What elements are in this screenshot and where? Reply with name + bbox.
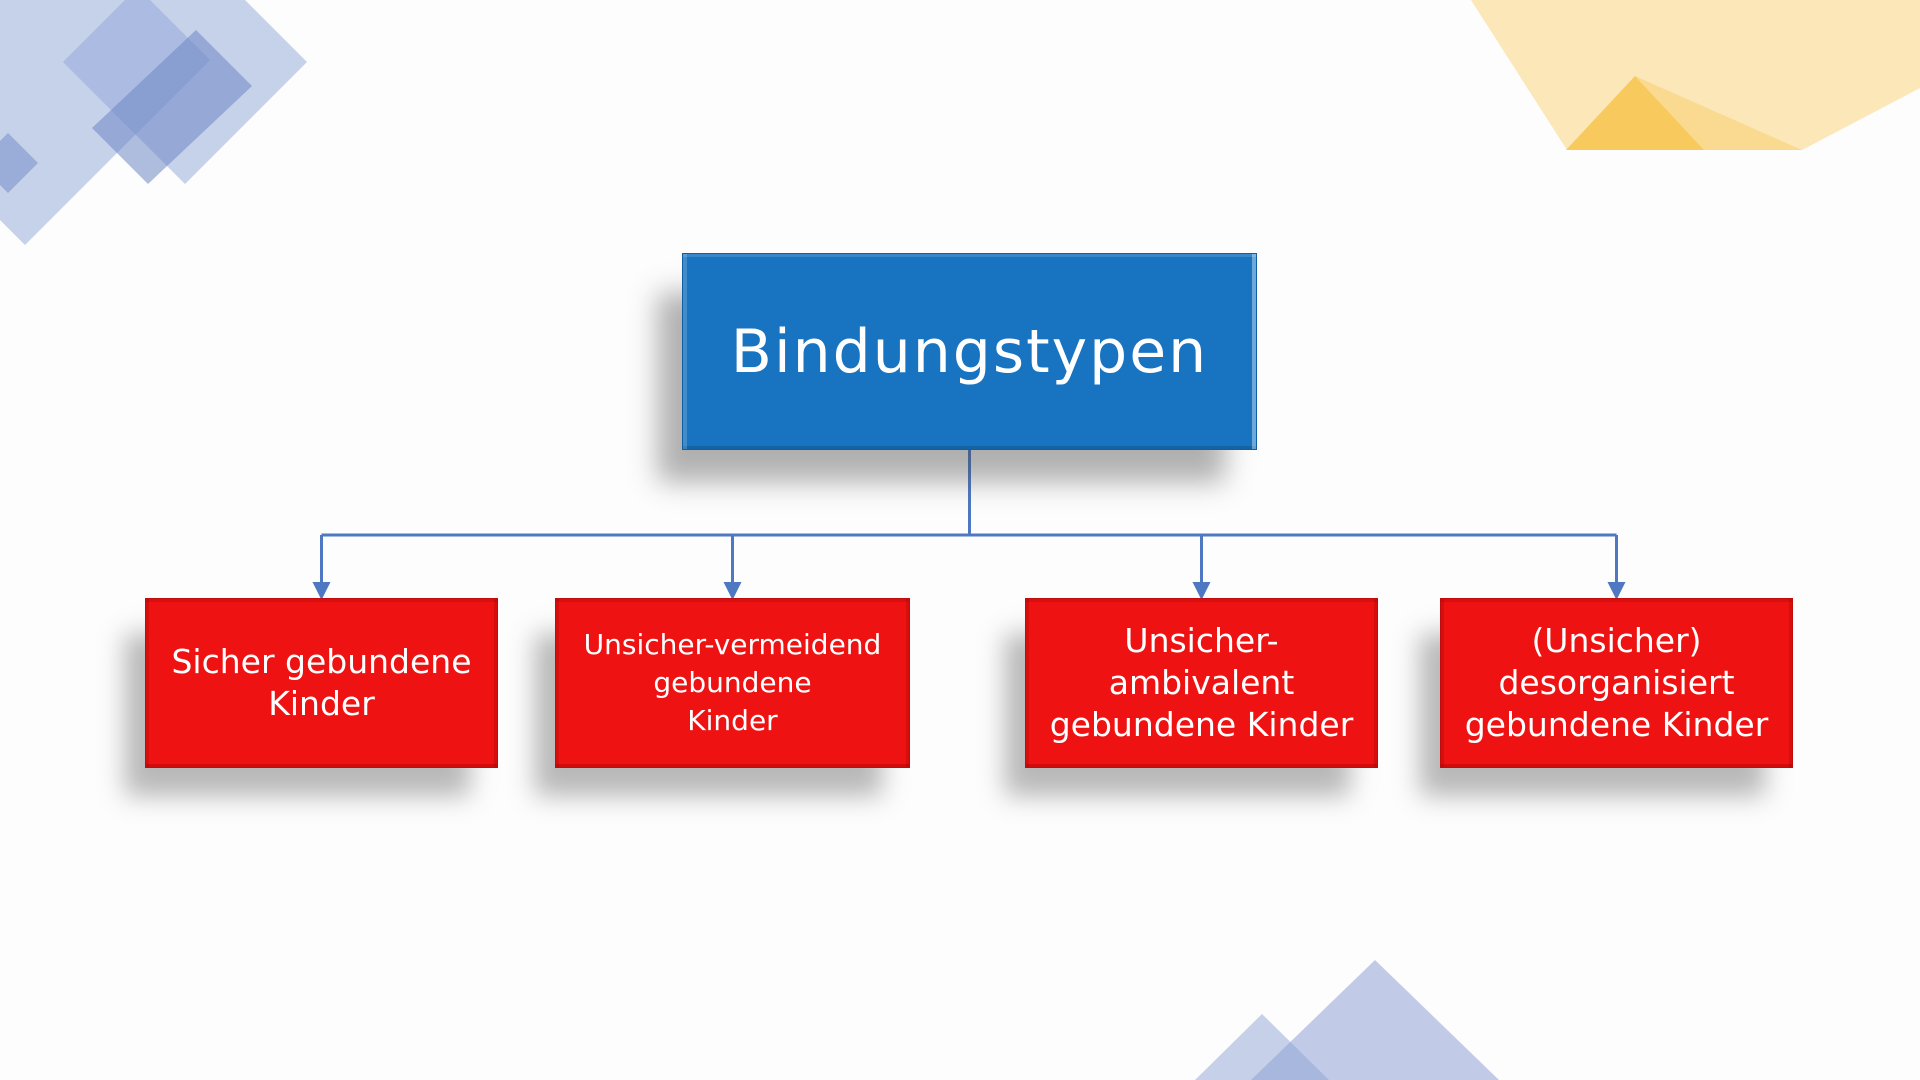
child-node-label: Sicher gebundene Kinder — [171, 641, 472, 723]
top-left-diamond-decor — [0, 0, 307, 245]
child-node-unsicher-desorganisiert: (Unsicher) desorganisiert gebundene Kind… — [1440, 598, 1793, 768]
arrowhead-icon — [1607, 582, 1626, 600]
child-node-label: (Unsicher) desorganisiert gebundene Kind… — [1464, 620, 1769, 745]
child-node-unsicher-vermeidend: Unsicher-vermeidend gebundene Kinder — [555, 598, 910, 768]
root-node-label: Bindungstypen — [730, 316, 1209, 387]
top-right-diamond-decor — [1471, 0, 1920, 150]
child-node-sicher-gebunden: Sicher gebundene Kinder — [145, 598, 498, 768]
child-node-unsicher-ambivalent: Unsicher- ambivalent gebundene Kinder — [1025, 598, 1378, 768]
bottom-triangle-decor — [1195, 960, 1499, 1080]
arrowhead-icon — [1192, 582, 1211, 600]
arrowhead-icon — [723, 582, 742, 600]
root-node-bindungstypen: Bindungstypen — [682, 253, 1257, 450]
child-node-label: Unsicher- ambivalent gebundene Kinder — [1049, 620, 1354, 745]
arrowhead-icon — [312, 582, 331, 600]
child-node-label: Unsicher-vermeidend gebundene Kinder — [583, 628, 882, 737]
